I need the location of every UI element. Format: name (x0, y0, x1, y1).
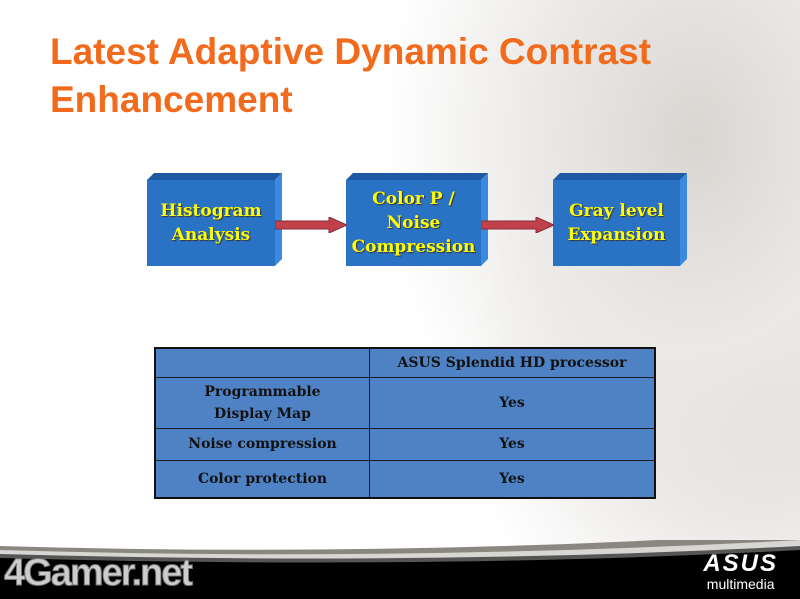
title-line-1: Latest Adaptive Dynamic Contrast (50, 31, 652, 72)
value-cell: Yes (369, 376, 656, 429)
step-label: Histogram (160, 201, 262, 221)
arrow-right-icon (275, 217, 347, 233)
table-row: Color protection Yes (154, 459, 656, 499)
header-cell: ASUS Splendid HD processor (369, 347, 656, 378)
table-row: Noise compression Yes (154, 427, 656, 461)
table-header-row: ASUS Splendid HD processor (154, 347, 656, 378)
step-label: Expansion (567, 225, 666, 245)
asus-logo: ASUS multimedia (703, 550, 778, 593)
value-cell: Yes (369, 459, 656, 499)
feature-cell: Noise compression (154, 427, 370, 461)
header-cell (154, 347, 370, 378)
feature-cell: Color protection (154, 459, 370, 499)
watermark-logo: 4Gamer.net (4, 552, 194, 595)
step-label: Compression (351, 237, 476, 257)
logo-text: ASUS (703, 550, 778, 577)
step-label: Analysis (171, 225, 251, 245)
slide-title: Latest Adaptive Dynamic Contrast Enhance… (50, 28, 651, 124)
feature-line: Display Map (214, 405, 311, 422)
footer-swoosh (0, 540, 800, 599)
logo-subtext: multimedia (706, 576, 775, 592)
feature-line: Programmable (204, 383, 321, 400)
title-line-2: Enhancement (50, 79, 293, 120)
step-label: Color P / Noise (372, 189, 455, 233)
step-label: Gray level (569, 201, 664, 221)
arrow-right-icon (481, 217, 554, 233)
value-cell: Yes (369, 427, 656, 461)
